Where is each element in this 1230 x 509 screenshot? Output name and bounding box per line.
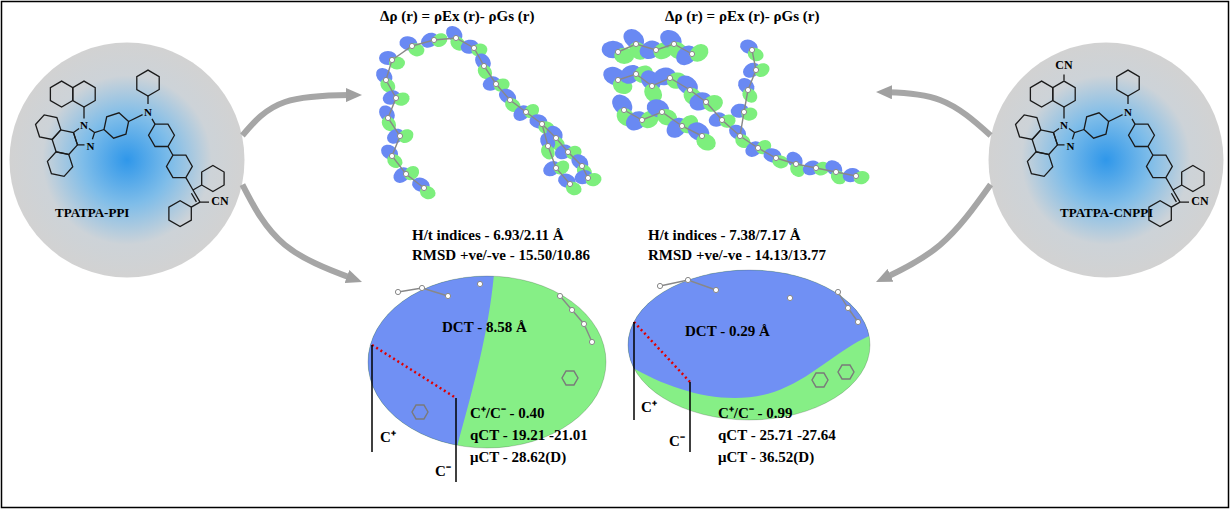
- charge-transfer-ellipse: DCT - 0.29 Å C⁺/C⁻ - 0.99 qCT - 25.71 -27.…: [624, 268, 876, 482]
- density-lobes: [370, 23, 871, 202]
- molecule-circle-shape: [9, 42, 245, 278]
- atom-label: N: [144, 106, 152, 118]
- cyano-bond: [1063, 75, 1064, 81]
- centroid-label: C⁻: [669, 433, 685, 450]
- positive-lobe: [614, 258, 886, 398]
- density-plot: Δρ (r) = ρEx (r)- ρGs (r) H/t indices - 7…: [604, 4, 876, 266]
- centroid-label: C⁻: [435, 463, 451, 480]
- atom-label: CN: [211, 195, 228, 208]
- node-heading: DCT - 0.29 Å: [685, 322, 770, 340]
- centroid-label: C⁺: [380, 429, 396, 446]
- node-text: C⁺/C⁻ - 0.40: [470, 404, 545, 422]
- connector-arrow: [242, 95, 362, 135]
- node-text: RMSD +ve/-ve - 14.13/13.77: [648, 246, 826, 264]
- molecule-circle: TPATPA-CNPPI: [988, 42, 1224, 278]
- node-text: H/t indices - 6.93/2.11 Å: [412, 226, 564, 244]
- atom-label: N: [87, 140, 95, 152]
- atom-label: N: [80, 119, 88, 131]
- atom-label: N: [1067, 140, 1075, 152]
- molecule-circle-fill: [10, 43, 245, 278]
- molecule-circle-shape: [988, 42, 1224, 278]
- atom-label: N: [1124, 106, 1132, 118]
- atom-label: CN: [1191, 195, 1208, 208]
- ellipse-outline: [368, 276, 606, 448]
- charge-transfer-ellipse: DCT - 8.58 Å C⁺/C⁻ - 0.40 qCT - 19.21 -21.…: [362, 272, 618, 484]
- connector-arrow: [242, 185, 362, 282]
- node-heading: TPATPA-CNPPI: [1060, 205, 1153, 221]
- node-text: qCT - 19.21 -21.01: [470, 426, 588, 444]
- node-text: H/t indices - 7.38/7.17 Å: [648, 226, 801, 244]
- connector-arrow: [876, 185, 991, 282]
- atom-label: N: [1060, 119, 1068, 131]
- node-text: RMSD +ve/-ve - 15.50/10.86: [412, 246, 590, 264]
- node-heading: DCT - 8.58 Å: [442, 318, 527, 336]
- ellipse-outline: [628, 270, 870, 420]
- node-text: qCT - 25.71 -27.64: [718, 426, 836, 444]
- centroid-label: C⁺: [641, 399, 657, 416]
- node-text: C⁺/C⁻ - 0.99: [718, 404, 793, 422]
- node-text: μCT - 36.52(D): [718, 448, 814, 466]
- atom-label: CN: [1055, 59, 1072, 72]
- node-text: μCT - 28.62(D): [470, 448, 566, 466]
- node-heading: TPATPA-PPI: [55, 205, 129, 221]
- molecule-circle-fill: [989, 43, 1224, 278]
- molecule-circle: TPATPA-PPI: [9, 42, 245, 278]
- node-heading: Δρ (r) = ρEx (r)- ρGs (r): [380, 7, 534, 25]
- node-heading: Δρ (r) = ρEx (r)- ρGs (r): [665, 7, 819, 25]
- connector-arrow: [876, 92, 991, 135]
- density-plot: Δρ (r) = ρEx (r)- ρGs (r) H/t indices - 6…: [362, 4, 602, 266]
